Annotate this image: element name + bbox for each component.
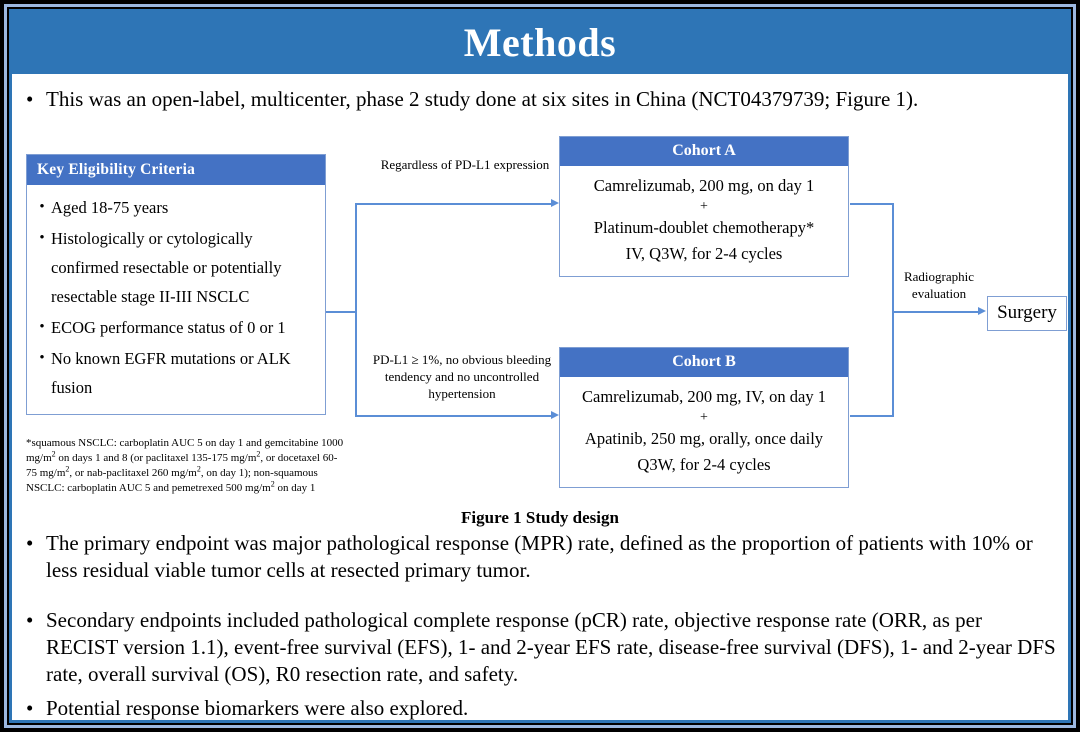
bullet-marker: •: [39, 350, 45, 366]
cohort-b-line2: Apatinib, 250 mg, orally, once daily: [584, 429, 824, 448]
footnote-superscript: 2: [256, 449, 261, 459]
cohort-a-box: Cohort A Camrelizumab, 200 mg, on day 1 …: [559, 136, 849, 277]
connector-merge-cohort-b: [850, 415, 894, 417]
eligibility-heading: Key Eligibility Criteria: [27, 155, 325, 185]
connector-stem-left: [326, 311, 356, 313]
list-item: • No known EGFR mutations or ALK fusion: [33, 344, 317, 402]
footnote-part: *squamous NSCLC: carboplatin AUC 5 on da…: [26, 437, 344, 464]
footnote-part: , or docetaxel 60-75 mg/m: [26, 452, 338, 479]
bullet-marker: •: [26, 696, 34, 720]
cohort-b-heading: Cohort B: [560, 348, 848, 377]
secondary-endpoint-text: Secondary endpoints included pathologica…: [46, 608, 1056, 686]
arrowhead-surgery-icon: [978, 307, 986, 315]
biomarker-row: • Potential response biomarkers were als…: [26, 695, 1056, 720]
cohort-a-heading: Cohort A: [560, 137, 848, 166]
cohort-b-line1: Camrelizumab, 200 mg, IV, on day 1: [582, 387, 826, 406]
eligibility-list: • Aged 18-75 years • Histologically or c…: [27, 185, 325, 414]
footnote-part: , on day 1); non-squamous NSCLC: carbopl…: [26, 467, 318, 494]
bullet-marker: •: [26, 531, 34, 555]
slide-border-outer: [4, 4, 1076, 728]
connector-riser-right: [892, 203, 894, 417]
list-item: • Aged 18-75 years: [33, 193, 317, 222]
footnote-superscript: 2: [65, 464, 70, 474]
primary-endpoint-row: • The primary endpoint was major patholo…: [26, 530, 1056, 584]
connector-arm-cohort-b: [355, 415, 551, 417]
eligibility-item-label: No known EGFR mutations or ALK fusion: [51, 349, 291, 397]
arrowhead-cohort-b-icon: [551, 411, 559, 419]
eligibility-item-label: Histologically or cytologically confirme…: [51, 229, 282, 306]
footnote-part: on days 1 and 8 (or paclitaxel 135-175 m…: [55, 452, 257, 464]
connector-label-pdl1: PD-L1 ≥ 1%, no obvious bleeding tendency…: [372, 352, 552, 401]
list-item: • Histologically or cytologically confir…: [33, 224, 317, 311]
eligibility-item-label: ECOG performance status of 0 or 1: [51, 318, 286, 337]
connector-label-radiographic: Radiographic evaluation: [903, 269, 975, 301]
cohort-b-line3: Q3W, for 2-4 cycles: [637, 455, 771, 474]
connector-arm-cohort-a: [355, 203, 551, 205]
list-item: • ECOG performance status of 0 or 1: [33, 313, 317, 342]
intro-bullet-row: • This was an open-label, multicenter, p…: [26, 86, 1056, 113]
title-banner: Methods: [12, 12, 1068, 74]
intro-bullet-text: This was an open-label, multicenter, pha…: [46, 87, 919, 111]
cohort-a-body: Camrelizumab, 200 mg, on day 1 + Platinu…: [560, 166, 848, 276]
page-title: Methods: [463, 20, 617, 65]
connector-label-regardless: Regardless of PD-L1 expression: [380, 157, 550, 172]
cohort-a-line1: Camrelizumab, 200 mg, on day 1: [593, 176, 815, 195]
bullet-marker: •: [39, 230, 45, 246]
cohort-b-body: Camrelizumab, 200 mg, IV, on day 1 + Apa…: [560, 377, 848, 487]
connector-merge-cohort-a: [850, 203, 894, 205]
connector-stem-surgery: [892, 311, 980, 313]
arrowhead-cohort-a-icon: [551, 199, 559, 207]
primary-endpoint-text: The primary endpoint was major pathologi…: [46, 531, 1033, 582]
footnote-superscript: 2: [51, 449, 56, 459]
footnote-part: on day 1: [274, 482, 316, 494]
figure-caption: Figure 1 Study design: [461, 508, 619, 527]
cohort-a-plus: +: [700, 199, 708, 214]
footnote-superscript: 2: [196, 464, 201, 474]
eligibility-criteria-box: Key Eligibility Criteria • Aged 18-75 ye…: [26, 154, 326, 415]
study-design-diagram: Key Eligibility Criteria • Aged 18-75 ye…: [12, 120, 1068, 510]
slide-content: Methods • This was an open-label, multic…: [12, 12, 1068, 720]
cohort-b-box: Cohort B Camrelizumab, 200 mg, IV, on da…: [559, 347, 849, 488]
cohort-a-line2: Platinum-doublet chemotherapy*: [593, 218, 815, 237]
cohort-b-plus: +: [700, 410, 708, 425]
bullet-marker: •: [39, 199, 45, 215]
chemotherapy-footnote: *squamous NSCLC: carboplatin AUC 5 on da…: [26, 436, 348, 496]
footnote-superscript: 2: [270, 479, 275, 489]
eligibility-item-label: Aged 18-75 years: [51, 198, 169, 217]
biomarker-text: Potential response biomarkers were also …: [46, 696, 469, 720]
footnote-part: , or nab-paclitaxel 260 mg/m: [69, 467, 197, 479]
bullet-marker: •: [39, 319, 45, 335]
bullet-marker: •: [26, 608, 34, 632]
surgery-label: Surgery: [997, 302, 1057, 323]
cohort-a-line3: IV, Q3W, for 2-4 cycles: [625, 244, 783, 263]
surgery-box: Surgery: [987, 296, 1067, 331]
bullet-marker: •: [26, 87, 34, 111]
secondary-endpoint-row: • Secondary endpoints included pathologi…: [26, 607, 1056, 688]
connector-riser-left: [355, 203, 357, 417]
